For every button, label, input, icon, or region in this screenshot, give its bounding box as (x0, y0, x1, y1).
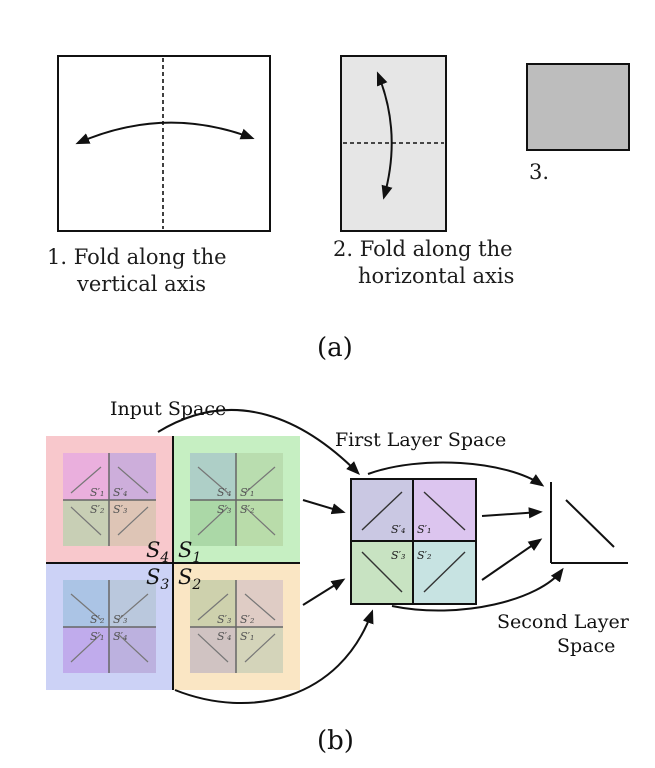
mini-square-s3: S′₂ S′₃ S′₁ S′₄ (63, 580, 156, 673)
svg-text:S′₄: S′₄ (113, 630, 127, 643)
first-layer-space-label: First Layer Space (335, 429, 506, 451)
arrow-s3-to-first-layer (174, 609, 374, 705)
mini-square-s4: S′₁ S′₄ S′₂ S′₃ (63, 453, 156, 546)
fold-arrow-vertical (376, 71, 393, 200)
svg-text:S′₂: S′₂ (417, 549, 431, 562)
paper-sheet-1 (57, 55, 271, 232)
svg-text:S′₃: S′₃ (391, 549, 405, 562)
svg-text:S′₂: S′₂ (90, 503, 104, 516)
input-space-grid: S′₁ S′₄ S′₂ S′₃ S′₄ S′₁ S′₃ S′₂ (46, 436, 300, 690)
step-2-caption-line1: 2. Fold along the (333, 237, 513, 261)
part-b: Input Space S′₁ S′₄ S′₂ (46, 398, 630, 756)
arrow-input-to-first-layer (157, 409, 360, 475)
fold-arrow-horizontal (75, 121, 255, 145)
arrow-first-layer-top-curve (367, 461, 545, 487)
svg-text:S′₄: S′₄ (217, 630, 231, 643)
svg-text:S′₁: S′₁ (240, 486, 254, 499)
arrow-first-layer-right-upper (481, 507, 543, 519)
step-2-caption-line2: horizontal axis (358, 264, 514, 288)
svg-text:S′₄: S′₄ (391, 523, 405, 536)
svg-text:S′₄: S′₄ (113, 486, 127, 499)
svg-text:S′₁: S′₁ (417, 523, 431, 536)
first-layer-space-grid: S′₄ S′₁ S′₃ S′₂ (350, 478, 477, 605)
svg-text:S′₁: S′₁ (90, 486, 104, 499)
svg-text:S′₂: S′₂ (90, 613, 104, 626)
part-a: 1. Fold along the vertical axis 2. Fold … (47, 55, 630, 363)
svg-text:S′₃: S′₃ (217, 503, 231, 516)
svg-text:S′₃: S′₃ (113, 613, 127, 626)
step-3-caption: 3. (529, 160, 549, 184)
svg-text:S′₃: S′₃ (217, 613, 231, 626)
svg-text:S′₄: S′₄ (217, 486, 231, 499)
arrow-first-layer-bottom-curve (391, 567, 564, 612)
svg-text:S′₂: S′₂ (240, 503, 254, 516)
arrow-first-layer-right-lower (481, 538, 543, 581)
fold-step-2: 2. Fold along the horizontal axis (333, 55, 514, 288)
subfigure-label-b: (b) (317, 726, 354, 756)
mini-square-s2: S′₃ S′₂ S′₄ S′₁ (190, 580, 283, 673)
arrow-s2-to-first-layer (302, 578, 346, 606)
second-layer-label-line1: Second Layer (497, 611, 630, 633)
input-space-label: Input Space (110, 398, 226, 420)
svg-text:S′₂: S′₂ (240, 613, 254, 626)
arrow-s1-to-first-layer (302, 499, 346, 515)
second-layer-label-line2: Space (557, 635, 615, 657)
second-layer-space-plot (550, 482, 628, 564)
svg-text:S′₁: S′₁ (90, 630, 104, 643)
fold-step-1: 1. Fold along the vertical axis (47, 55, 271, 296)
svg-text:S′₁: S′₁ (240, 630, 254, 643)
subfigure-label-a: (a) (317, 333, 353, 363)
fold-step-3: 3. (526, 63, 630, 184)
svg-text:S′₃: S′₃ (113, 503, 127, 516)
folded-paper (526, 63, 630, 151)
step-1-caption-line2: vertical axis (76, 272, 206, 296)
step-1-caption-line1: 1. Fold along the (47, 245, 227, 269)
mini-square-s1: S′₄ S′₁ S′₃ S′₂ (190, 453, 283, 546)
